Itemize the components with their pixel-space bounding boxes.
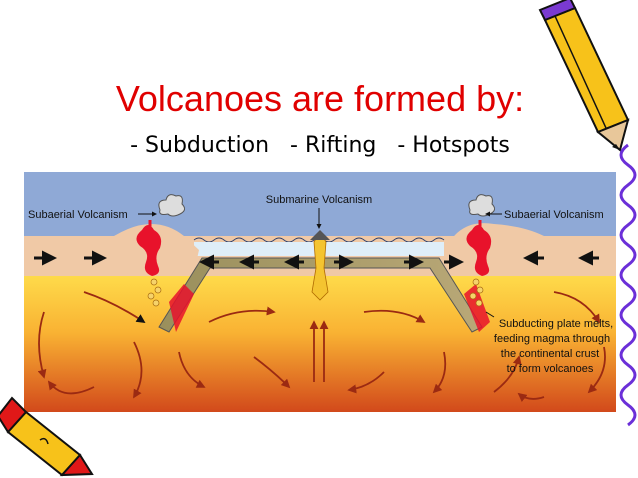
right-magma-blobs — [469, 278, 484, 307]
left-melt-zone — [169, 284, 194, 332]
label-subaerial-volcanism-right: Subaerial Volcanism — [504, 209, 604, 221]
caption-line-2: feeding magma through — [494, 333, 610, 345]
left-magma-chamber — [136, 225, 162, 276]
label-subaerial-volcanism-left: Subaerial Volcanism — [28, 209, 128, 221]
right-magma-chamber — [466, 225, 492, 276]
convection-arrows — [37, 291, 606, 403]
slide-subtitle: - Subduction - Rifting - Hotspots — [130, 133, 510, 158]
subduction-caption: Subducting plate melts, feeding magma th… — [494, 318, 613, 375]
caption-line-3: the continental crust — [501, 348, 599, 360]
slide-title: Volcanoes are formed by: — [115, 78, 525, 119]
left-magma-blobs — [147, 278, 162, 307]
caption-line-4: to form volcanoes — [507, 363, 594, 375]
pencil-icon — [538, 0, 630, 152]
right-ash-cloud — [468, 194, 496, 217]
plate-motion-arrows — [34, 250, 599, 270]
caption-line-1: Subducting plate melts, — [499, 318, 613, 330]
squiggle-decoration — [619, 143, 637, 427]
label-submarine-volcanism: Submarine Volcanism — [266, 194, 372, 206]
left-ash-cloud — [158, 194, 186, 217]
volcano-formation-diagram: Submarine Volcanism Subaerial Volcanism … — [24, 172, 616, 412]
